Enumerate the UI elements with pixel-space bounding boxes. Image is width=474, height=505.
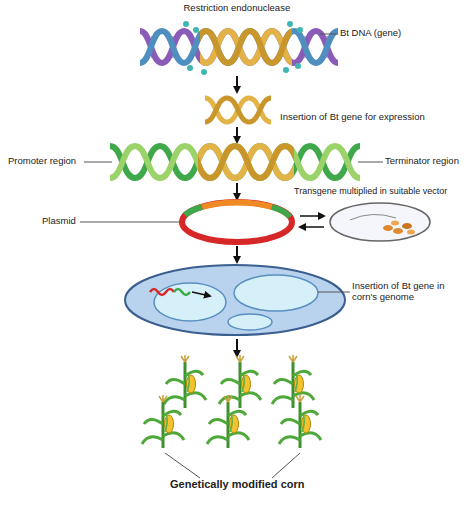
leader-line <box>84 162 112 163</box>
flow-arrow <box>236 183 238 199</box>
dna-strand <box>205 98 271 122</box>
corn-plant <box>272 355 314 408</box>
vacuole <box>154 283 226 321</box>
leader-line <box>320 34 338 35</box>
dna-strand <box>205 98 271 122</box>
exchange-arrow <box>300 215 324 217</box>
enzyme-dot <box>193 27 199 33</box>
enzyme-dot <box>287 21 293 27</box>
result-label: Genetically modified corn <box>170 478 304 491</box>
petri-dish <box>330 203 430 241</box>
dna-strand <box>110 146 360 178</box>
enzyme-dot <box>187 65 193 71</box>
region-label: Terminator region <box>385 156 459 167</box>
dish <box>330 203 430 241</box>
bt-gene-strand <box>200 31 292 63</box>
bacterium <box>383 225 393 231</box>
leader-line <box>80 222 180 223</box>
plasmid-terminator <box>272 207 290 217</box>
step-label: Insertion of Bt gene in corn's genome <box>352 281 470 303</box>
flow-arrow <box>236 246 238 262</box>
plasmid-insert <box>202 202 272 207</box>
flow-arrow <box>236 339 238 356</box>
step-label: Insertion of Bt gene for expression <box>280 112 425 123</box>
part-label: Plasmid <box>42 216 76 227</box>
leader-line <box>358 162 383 163</box>
step-label: Transgene multiplied in suitable vector <box>294 186 447 196</box>
enzyme-dot <box>283 67 289 73</box>
cell-wall <box>125 265 345 335</box>
enzyme-label: Restriction endonuclease <box>184 3 291 14</box>
exchange-arrow <box>300 226 324 228</box>
flow-arrow <box>236 76 238 92</box>
gene-construct-helix <box>110 146 360 178</box>
bt-dna-helix <box>140 21 338 75</box>
dna-strand <box>110 146 360 178</box>
vacuole <box>234 275 318 311</box>
transgene-strand <box>150 289 174 295</box>
corn-plant <box>207 395 249 448</box>
enzyme-dot <box>201 69 207 75</box>
bacterium <box>391 221 399 226</box>
flow-arrow <box>236 127 238 142</box>
corn-plant <box>279 395 321 448</box>
dna-strand <box>140 31 338 63</box>
leader-line <box>165 453 200 478</box>
plasmid-backbone <box>182 202 292 242</box>
bacterium <box>393 228 403 234</box>
plasmid-ring <box>182 202 292 242</box>
leader-line <box>318 292 350 293</box>
leader-line <box>272 453 300 478</box>
plant-cell <box>125 265 345 335</box>
bt-gene-strand <box>198 146 294 178</box>
bacterium <box>402 223 412 229</box>
bt-gene-strand <box>198 146 294 178</box>
gene-label: Bt DNA (gene) <box>340 28 401 39</box>
dna-strand <box>140 31 338 63</box>
corn-plant <box>164 355 206 408</box>
vector-line <box>350 214 396 220</box>
plasmid-promoter <box>185 207 202 215</box>
bt-gene-strand <box>200 31 292 63</box>
transgene-strand <box>174 289 190 295</box>
corn-plants <box>142 355 321 448</box>
corn-plant <box>142 395 184 448</box>
bacterium <box>407 230 415 235</box>
region-label: Promoter region <box>8 156 76 167</box>
enzyme-dot <box>295 63 301 69</box>
enzyme-dot <box>183 21 189 27</box>
vacuole <box>228 314 272 330</box>
insertion-arrow <box>192 292 210 296</box>
bt-gene-fragment <box>205 98 271 122</box>
enzyme-dot <box>297 27 303 33</box>
corn-plant <box>219 355 261 408</box>
